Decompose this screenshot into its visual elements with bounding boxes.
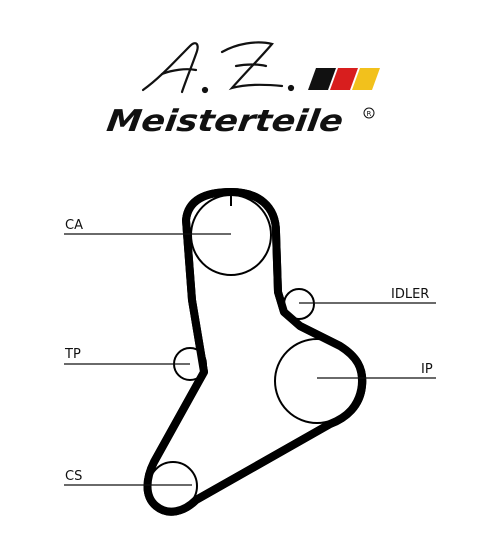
label-cs: CS bbox=[65, 469, 82, 484]
label-tp-group: TP bbox=[64, 347, 190, 365]
label-tp: TP bbox=[64, 347, 81, 362]
logo-script-initials bbox=[141, 41, 295, 94]
brand-logo: Meisterteile R bbox=[104, 41, 380, 139]
svg-text:R: R bbox=[367, 110, 372, 118]
registered-mark: R bbox=[363, 107, 375, 119]
label-cs-group: CS bbox=[64, 469, 192, 486]
label-ca: CA bbox=[65, 218, 83, 233]
label-ip: IP bbox=[421, 362, 433, 377]
label-idler: IDLER bbox=[391, 287, 429, 302]
logo-flag bbox=[308, 68, 380, 90]
label-idler-group: IDLER bbox=[299, 287, 436, 304]
label-ip-group: IP bbox=[317, 362, 436, 379]
timing-belt-overlay bbox=[143, 188, 367, 516]
label-ca-group: CA bbox=[64, 218, 231, 235]
logo-wordmark: Meisterteile bbox=[104, 104, 345, 139]
